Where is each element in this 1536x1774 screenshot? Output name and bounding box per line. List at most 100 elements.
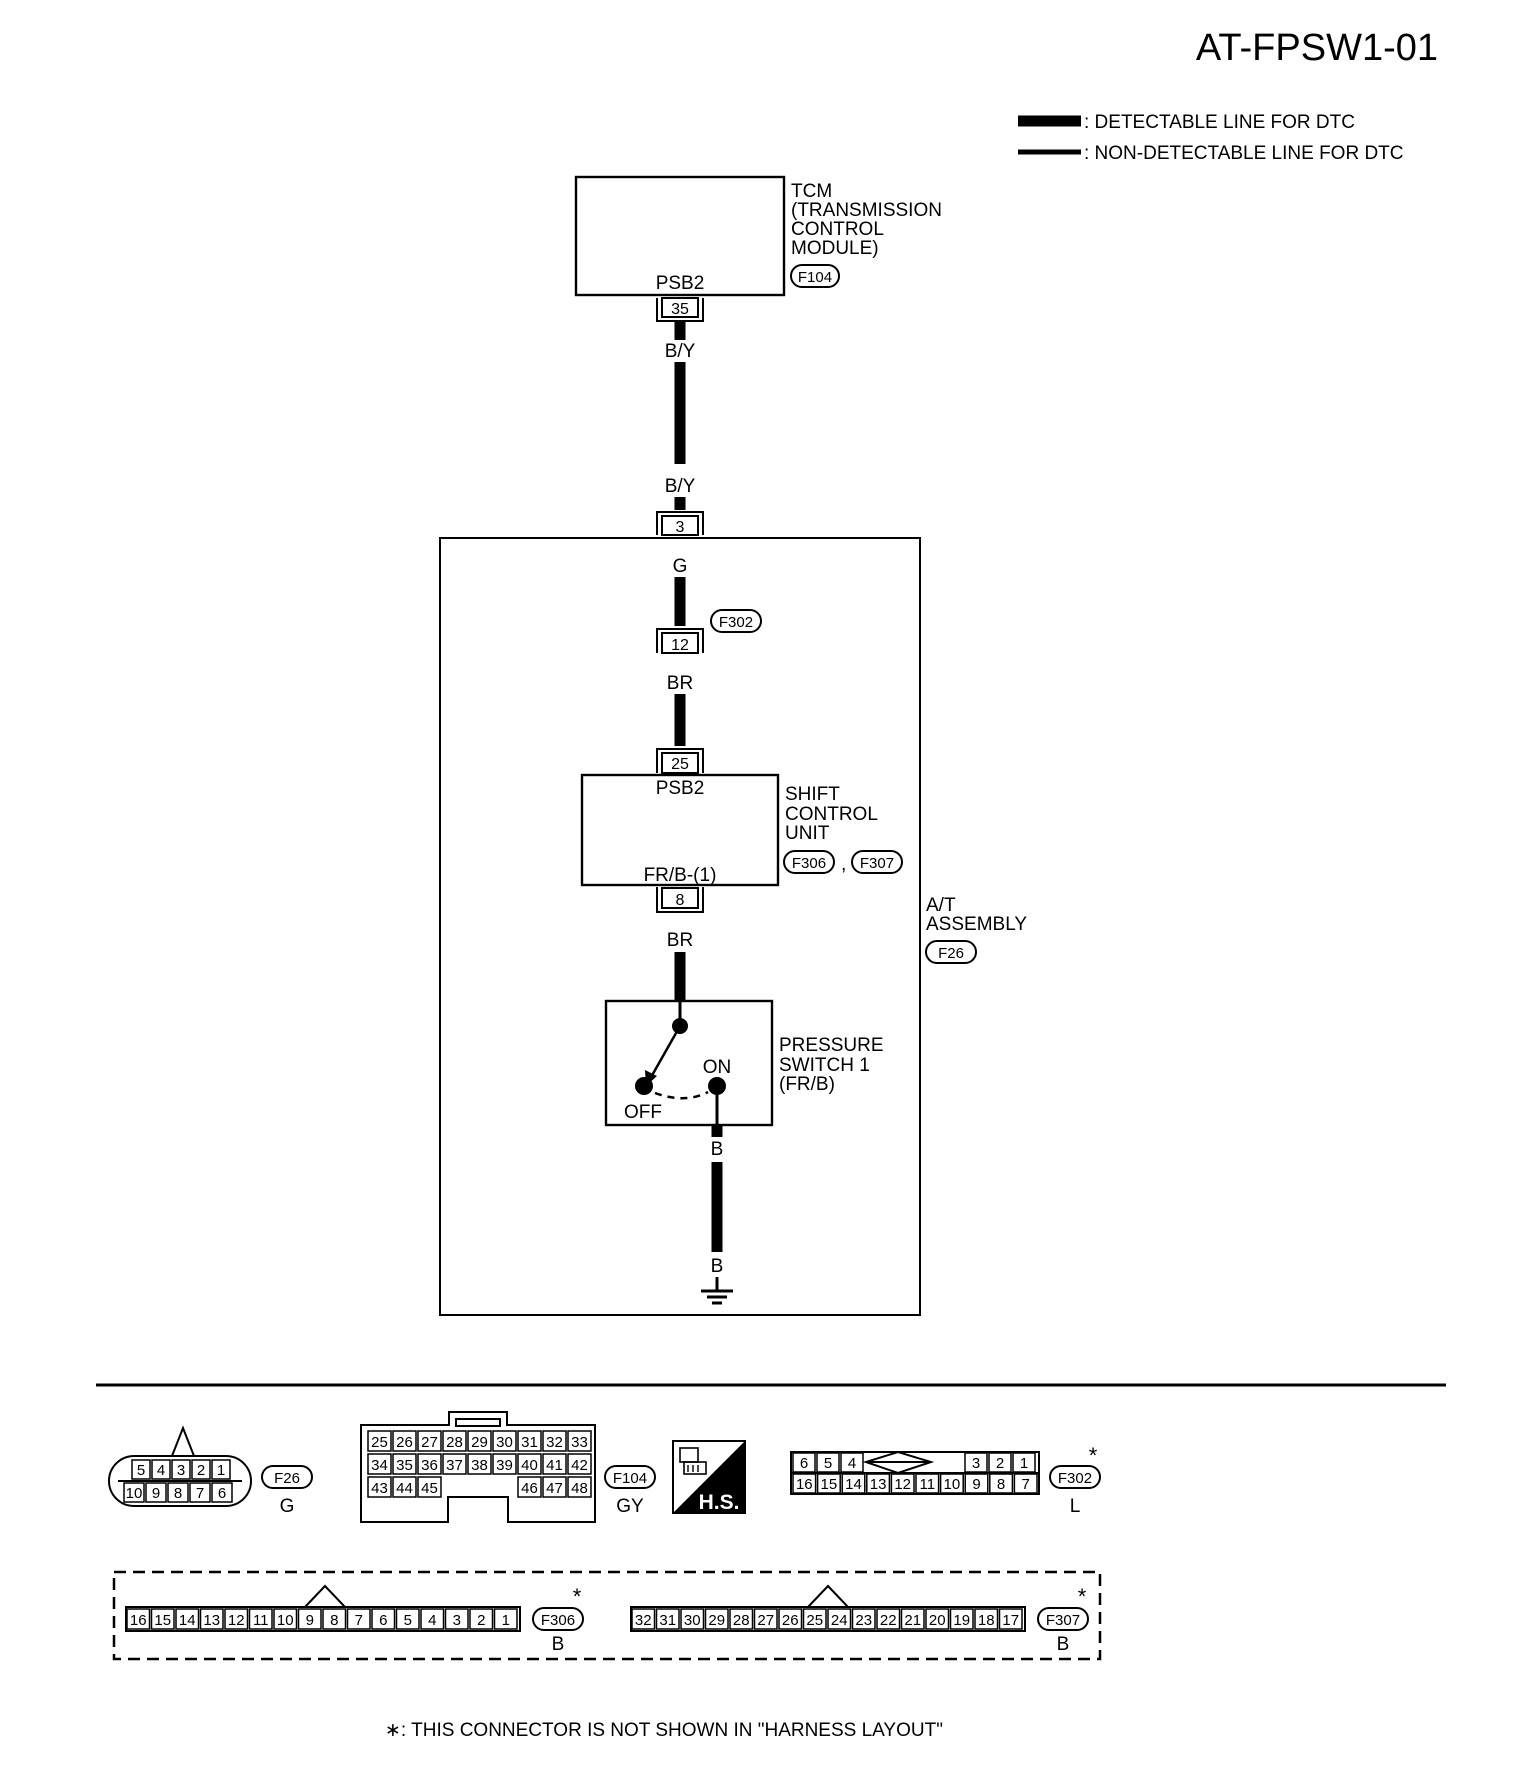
cavity-number: 38 xyxy=(471,1457,488,1474)
cavity xyxy=(792,1452,816,1473)
f26-color: G xyxy=(280,1496,295,1517)
cavity xyxy=(517,1453,542,1475)
cavity xyxy=(442,1453,467,1475)
tcm-label-line-2: (TRANSMISSION xyxy=(791,200,942,221)
cavity xyxy=(392,1430,417,1452)
scu-label-line-3: UNIT xyxy=(785,823,830,844)
cavity xyxy=(1013,1473,1038,1494)
assembly-label-line-1: A/T xyxy=(926,895,956,916)
cavity xyxy=(417,1430,442,1452)
cavity xyxy=(631,1608,656,1630)
cavity xyxy=(126,1608,151,1630)
cavity-number: 10 xyxy=(944,1476,961,1493)
cavity-number: 14 xyxy=(845,1476,862,1493)
cavity-number: 7 xyxy=(355,1612,363,1629)
pin-12-number: 12 xyxy=(671,637,689,654)
pin-25-number: 25 xyxy=(671,756,689,773)
scu-label-line-2: CONTROL xyxy=(785,804,878,825)
pin-3-connector: 3 xyxy=(656,511,704,536)
cavity xyxy=(841,1473,866,1494)
cavity-number: 12 xyxy=(228,1612,245,1629)
cavity xyxy=(680,1608,705,1630)
cavity xyxy=(567,1453,592,1475)
cavity xyxy=(469,1608,494,1630)
cavity-number: 29 xyxy=(471,1434,488,1451)
cavity-number: 32 xyxy=(635,1612,652,1629)
f26-id: F26 xyxy=(274,1470,300,1487)
cavity-number: 7 xyxy=(1022,1476,1030,1493)
f306-badge xyxy=(532,1607,584,1631)
f26-badge xyxy=(261,1465,313,1489)
legend: : DETECTABLE LINE FOR DTC : NON-DETECTAB… xyxy=(1018,112,1404,164)
cavity-number: 25 xyxy=(806,1612,823,1629)
cavity xyxy=(655,1608,680,1630)
cavity-number: 2 xyxy=(197,1462,205,1479)
pin-35-number: 35 xyxy=(671,301,689,318)
cavity xyxy=(444,1608,469,1630)
cavity xyxy=(989,1473,1014,1494)
cavity-number: 9 xyxy=(152,1485,160,1502)
cavity xyxy=(367,1476,392,1498)
cavity-number: 47 xyxy=(546,1480,563,1497)
cavity-number: 30 xyxy=(684,1612,701,1629)
ground-symbol xyxy=(701,1277,733,1305)
cavity-number: 44 xyxy=(396,1480,413,1497)
cavity-number: 20 xyxy=(929,1612,946,1629)
pin-12-connector: 12 F302 xyxy=(656,609,762,654)
cavity-number: 18 xyxy=(978,1612,995,1629)
tcm-terminal-name: PSB2 xyxy=(656,273,705,294)
cavity-number: 4 xyxy=(428,1612,436,1629)
cavity-number: 6 xyxy=(218,1485,226,1502)
cavity xyxy=(371,1608,396,1630)
cavity xyxy=(517,1430,542,1452)
cavity xyxy=(792,1473,817,1494)
cavity xyxy=(131,1459,151,1480)
tcm-block: TCM (TRANSMISSION CONTROL MODULE) F104 P… xyxy=(574,175,942,297)
cavity xyxy=(840,1452,864,1473)
scu-connector-group xyxy=(112,1570,1102,1661)
cavity-number: 19 xyxy=(953,1612,970,1629)
scu-connector-id-1: F306 xyxy=(792,855,826,872)
cavity-number: 42 xyxy=(571,1457,588,1474)
cavity-number: 48 xyxy=(571,1480,588,1497)
cavity xyxy=(900,1608,925,1630)
wire-label-br-2: BR xyxy=(667,930,693,951)
cavity-number: 27 xyxy=(757,1612,774,1629)
cavity xyxy=(151,1459,171,1480)
cavity-number: 3 xyxy=(972,1455,980,1472)
pin-25-connector: 25 xyxy=(656,748,704,774)
switch-travel-path xyxy=(654,1090,709,1100)
cavity-number: 24 xyxy=(831,1612,848,1629)
cavity xyxy=(925,1608,950,1630)
wire-label-tcm-in: B/Y xyxy=(665,476,696,497)
cavity xyxy=(171,1459,191,1480)
cavity-number: 34 xyxy=(371,1457,388,1474)
cavity-number: 2 xyxy=(996,1455,1004,1472)
pin-35-connector: 35 xyxy=(656,297,704,322)
hs-badge-fill xyxy=(673,1441,745,1513)
cavity-number: 6 xyxy=(379,1612,387,1629)
cavity-number: 28 xyxy=(733,1612,750,1629)
shift-control-unit: PSB2 FR/B-(1) SHIFT CONTROL UNIT F306 , … xyxy=(580,773,903,887)
cavity-number: 29 xyxy=(708,1612,725,1629)
cavity-number: 10 xyxy=(277,1612,294,1629)
f104-lock xyxy=(455,1418,501,1427)
switch-on-label: ON xyxy=(703,1057,732,1078)
tcm-label-line-4: MODULE) xyxy=(791,238,879,259)
f302-badge xyxy=(1049,1465,1101,1489)
cavity-number: 8 xyxy=(997,1476,1005,1493)
cavity xyxy=(297,1608,322,1630)
hs-badge: H.S. xyxy=(672,1440,746,1514)
cavity xyxy=(964,1452,988,1473)
cavity-number: 8 xyxy=(330,1612,338,1629)
cavity-number: 31 xyxy=(659,1612,676,1629)
cavity xyxy=(224,1608,249,1630)
cavity-number: 16 xyxy=(796,1476,813,1493)
assembly-connector-badge xyxy=(925,940,977,964)
